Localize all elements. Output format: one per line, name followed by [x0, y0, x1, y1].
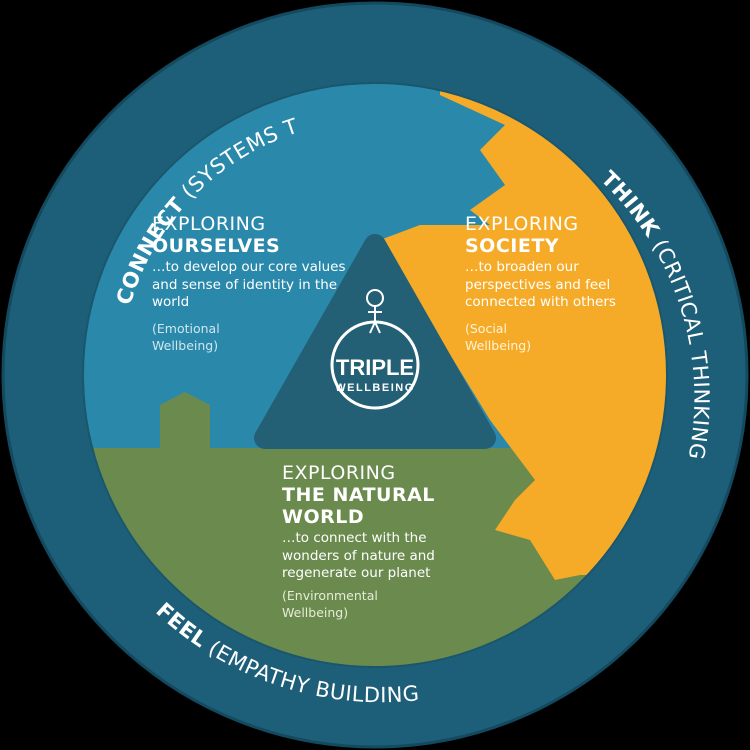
society-wellbeing: (Social Wellbeing): [465, 320, 532, 353]
logo-word-wellbeing: WELLBEING: [335, 382, 415, 394]
ourselves-block: EXPLORING OURSELVES …to develop our core…: [152, 213, 352, 354]
society-heading: EXPLORING: [465, 213, 579, 235]
society-title: SOCIETY: [465, 235, 560, 257]
logo-word-triple: TRIPLE: [336, 355, 414, 380]
triple-wellbeing-logo: TRIPLE WELLBEING: [330, 289, 420, 410]
nature-title-line1: THE NATURAL: [282, 484, 435, 506]
society-block: EXPLORING SOCIETY …to broaden our perspe…: [465, 213, 665, 354]
nature-title-line2: WORLD: [282, 506, 365, 528]
natural-world-block: EXPLORING THE NATURAL WORLD …to connect …: [282, 462, 482, 621]
ourselves-description: …to develop our core values and sense of…: [152, 259, 346, 310]
inner-ring-edge: [82, 82, 668, 668]
nature-heading: EXPLORING: [282, 462, 396, 484]
arrow-notch-top: [412, 183, 440, 200]
ourselves-heading: EXPLORING: [152, 213, 266, 235]
society-description: …to broaden our perspectives and feel co…: [465, 259, 616, 310]
sector-society: [380, 83, 667, 580]
center-triangle: [254, 234, 496, 449]
nature-description: …to connect with the wonders of nature a…: [282, 530, 435, 581]
nature-wellbeing: (Environmental Wellbeing): [282, 587, 378, 620]
ourselves-wellbeing: (Emotional Wellbeing): [152, 320, 220, 353]
ourselves-title: OURSELVES: [152, 235, 281, 257]
stick-figure-icon: [366, 289, 384, 334]
